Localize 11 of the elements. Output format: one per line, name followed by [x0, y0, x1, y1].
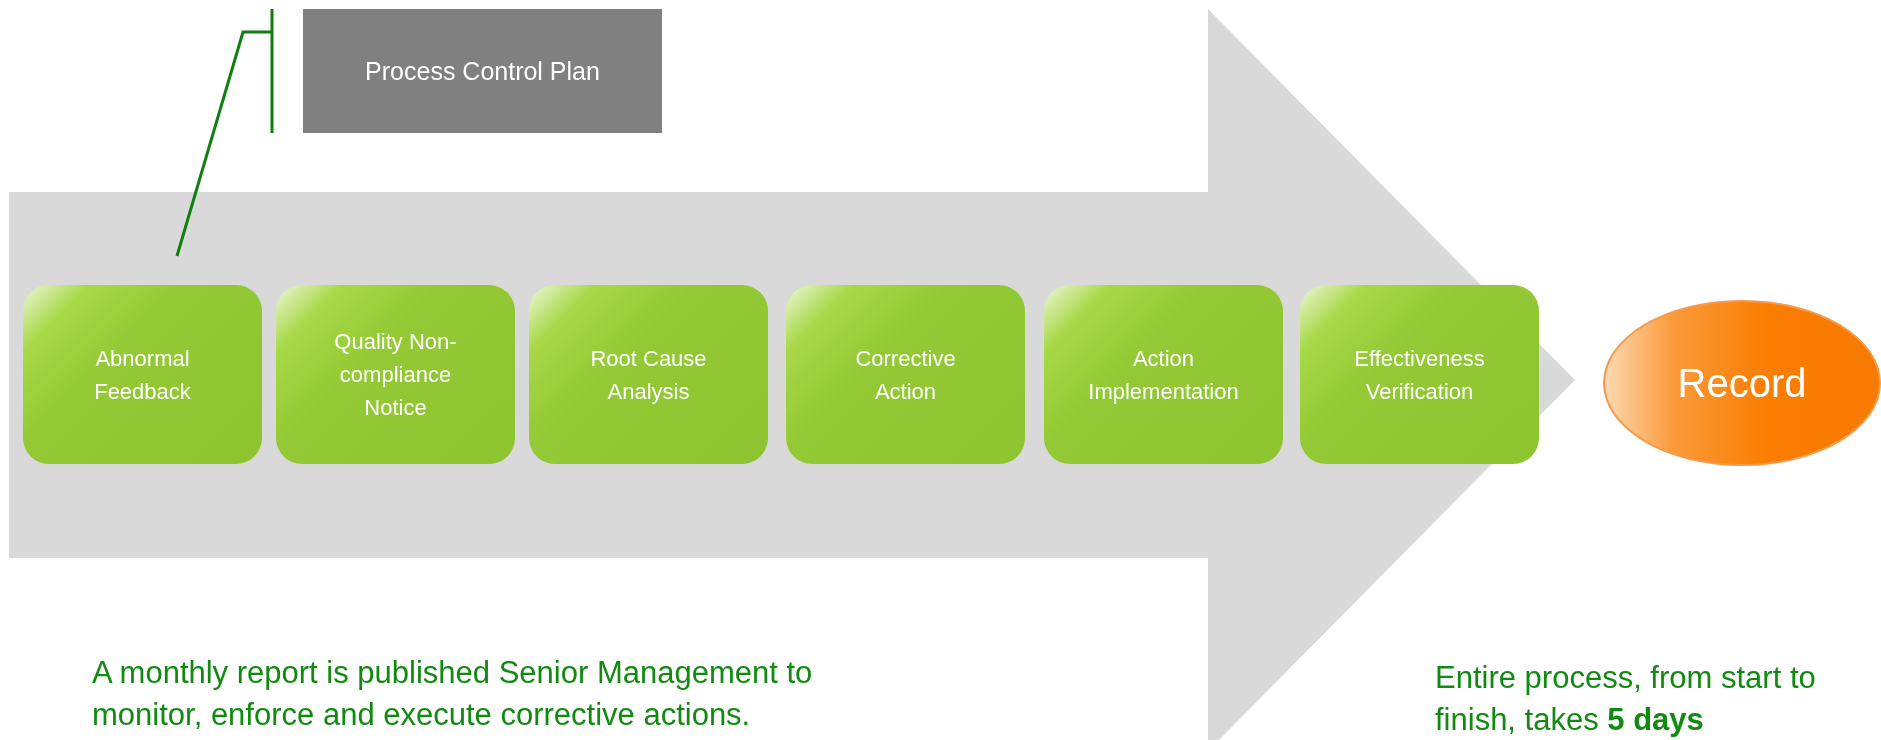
record-ellipse: Record	[1603, 300, 1881, 466]
process-box: Abnormal Feedback	[23, 285, 262, 464]
process-box: Root Cause Analysis	[529, 285, 768, 464]
process-box: Quality Non-compliance Notice	[276, 285, 515, 464]
plan-box: Process Control Plan	[303, 9, 662, 133]
process-box: Corrective Action	[786, 285, 1025, 464]
leader-line	[175, 7, 274, 258]
note-text: A monthly report is published Senior Management to monitor, enforce and execute corrective actions.	[92, 654, 814, 734]
process-box: Effectiveness Verification	[1300, 285, 1539, 464]
process-box: Action Implementation	[1044, 285, 1283, 464]
note-text: Entire process, from start to finish, takes 5 days	[1435, 659, 1817, 739]
